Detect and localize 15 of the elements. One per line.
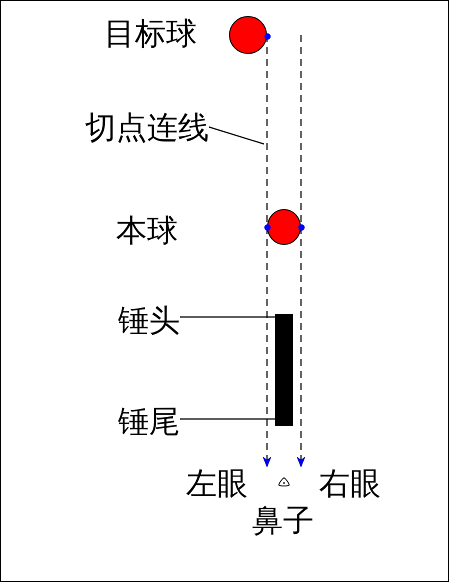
nose-label: 鼻子 — [252, 504, 314, 538]
mallet-bar — [275, 314, 293, 426]
leader-line — [208, 126, 264, 145]
cue-ball — [267, 209, 301, 245]
line-label: 切点连线 — [85, 111, 209, 145]
leader-line — [180, 316, 275, 318]
eye-label: 右眼 — [295, 467, 381, 501]
sight-line-arrow — [296, 35, 306, 468]
ball-label: 本球 — [116, 214, 178, 248]
mallet-head-label: 锤头 — [118, 304, 180, 338]
eye-label: 左眼 — [186, 467, 273, 501]
mallet-tail-label: 锤尾 — [118, 405, 180, 439]
ball-label: 目标球 — [104, 17, 197, 51]
leader-line — [180, 418, 275, 420]
target-ball — [229, 16, 267, 54]
